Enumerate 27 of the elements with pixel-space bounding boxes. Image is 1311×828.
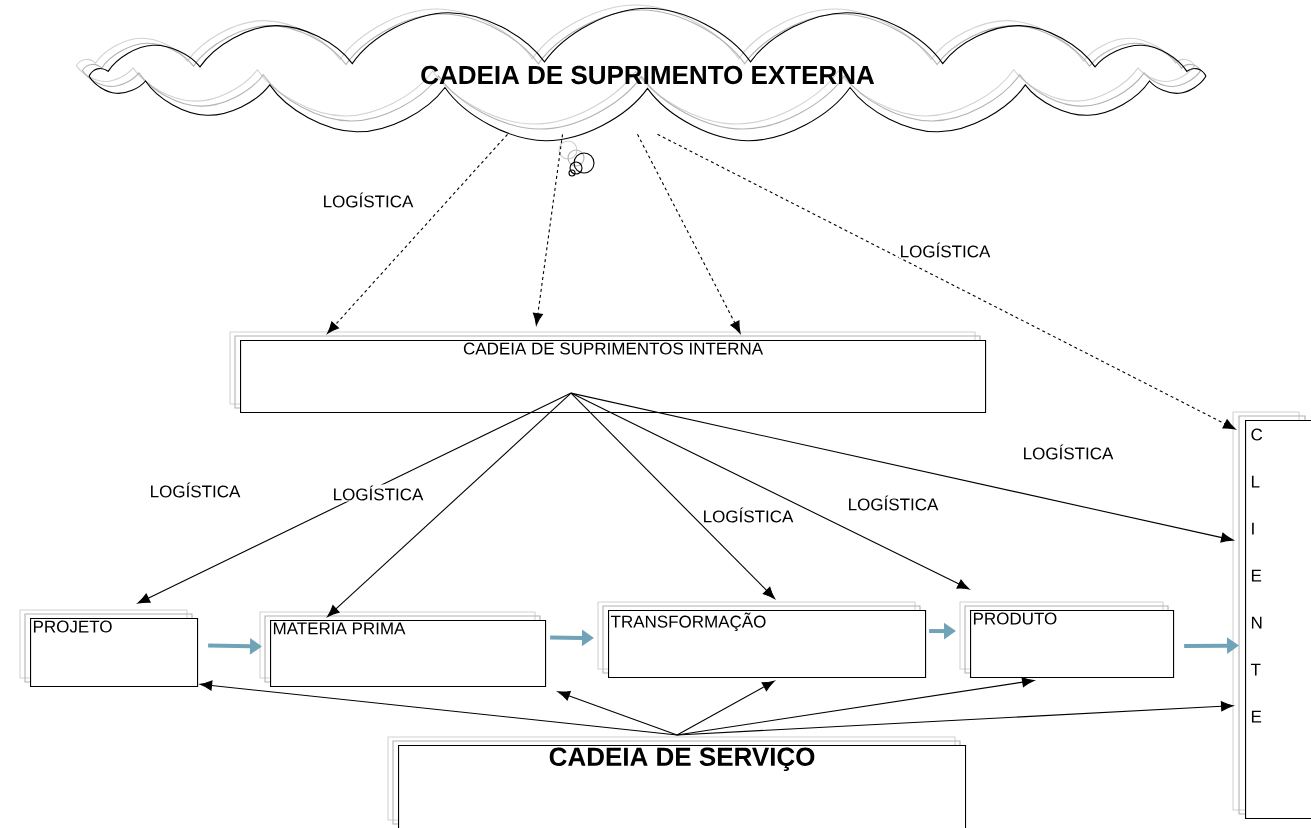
- arrow: [557, 690, 678, 736]
- dashed-arrow: [656, 133, 1236, 430]
- process-box: CADEIA DE SUPRIMENTOS INTERNA: [229, 331, 987, 414]
- process-box: MATERIA PRIMA: [259, 611, 547, 688]
- process-box: PRODUTO: [959, 601, 1175, 679]
- edge-label: LOGÍSTICA: [331, 484, 425, 502]
- arrow: [570, 392, 776, 599]
- edge-label: LOGÍSTICA: [701, 506, 795, 524]
- dashed-arrow: [326, 133, 509, 334]
- process-box: PROJETO: [19, 609, 199, 688]
- arrow: [327, 392, 572, 618]
- edge-label: LOGÍSTICA: [1021, 443, 1115, 461]
- edge-label: LOGÍSTICA: [321, 191, 415, 209]
- process-box: CADEIA DE SERVIÇO: [387, 736, 967, 828]
- edge-label: LOGÍSTICA: [148, 481, 242, 499]
- arrow: [676, 701, 1234, 736]
- edge-label: LOGÍSTICA: [898, 241, 992, 259]
- customer-box: C L I E N T E: [1232, 411, 1311, 820]
- arrow: [137, 392, 572, 604]
- dashed-arrow: [532, 133, 564, 326]
- edge-label: LOGÍSTICA: [846, 494, 940, 512]
- arrow: [199, 680, 678, 736]
- dashed-arrow: [636, 133, 741, 334]
- arrow: [676, 680, 775, 736]
- arrow: [570, 392, 1234, 543]
- arrow: [570, 392, 970, 590]
- process-box: TRANSFORMAÇÃO: [597, 601, 927, 679]
